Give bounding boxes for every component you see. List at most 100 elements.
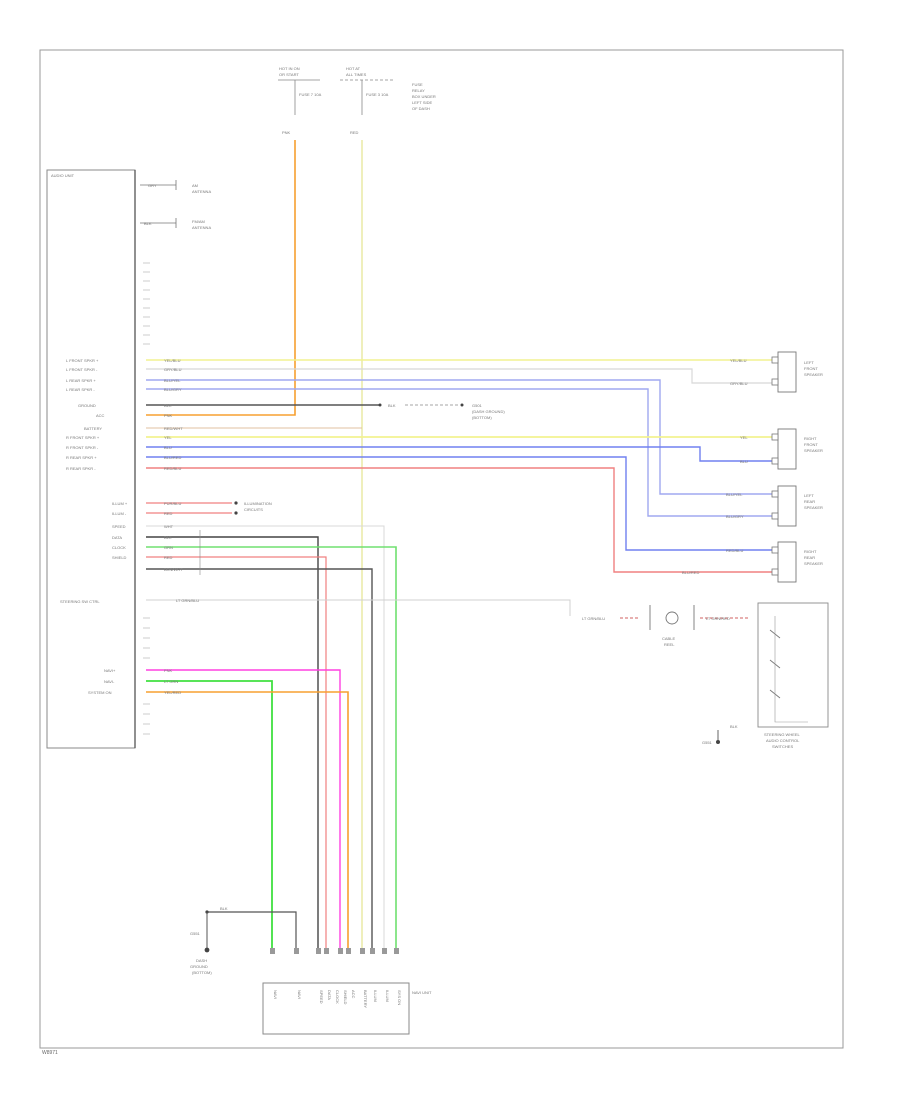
steering-wire-label: LT GRN/BLU — [176, 598, 199, 603]
svg-text:LEFT: LEFT — [804, 360, 814, 365]
svg-text:RED: RED — [164, 555, 173, 560]
svg-text:(BOTTOM): (BOTTOM) — [472, 415, 492, 420]
svg-text:BLK: BLK — [164, 403, 172, 408]
svg-text:BLU/YEL: BLU/YEL — [164, 378, 181, 383]
fuse-box-note: FUSE RELAY BOX UNDER LEFT SIDE OF DASH — [412, 82, 436, 111]
svg-text:SYSTEM ON: SYSTEM ON — [88, 690, 112, 695]
svg-text:DATA: DATA — [112, 535, 122, 540]
wire-navi-plus — [146, 669, 341, 948]
svg-text:REAR: REAR — [804, 555, 815, 560]
navi-unit-label: NAVI UNIT — [412, 990, 432, 995]
svg-text:BLK: BLK — [220, 906, 228, 911]
svg-text:OF DASH: OF DASH — [412, 106, 430, 111]
steering-switch: STEERING WHEEL AUDIO CONTROL SWITCHES BL… — [702, 602, 829, 749]
svg-text:G551: G551 — [190, 931, 201, 936]
svg-text:G501: G501 — [472, 403, 483, 408]
fuse-right-top: HOT AT — [346, 66, 361, 71]
svg-text:R REAR SPKR -: R REAR SPKR - — [66, 466, 96, 471]
wire-speed — [146, 525, 385, 948]
svg-text:RED/BLU: RED/BLU — [164, 466, 181, 471]
svg-text:R FRONT SPKR +: R FRONT SPKR + — [66, 435, 100, 440]
fuse-right-rating: FUSE 3 10A — [366, 92, 389, 97]
wire-lr-minus — [146, 388, 772, 517]
svg-text:L REAR SPKR +: L REAR SPKR + — [66, 378, 96, 383]
illum-note-2: CIRCUITS — [244, 507, 263, 512]
fuse-left-sub: OR START — [279, 72, 299, 77]
svg-text:BLU/GRY: BLU/GRY — [164, 387, 182, 392]
cable-reel: LT GRN/BLU LT GRN/RED CABLE REEL — [582, 605, 750, 647]
svg-text:(BOTTOM): (BOTTOM) — [192, 970, 212, 975]
svg-text:FRONT: FRONT — [804, 366, 818, 371]
svg-text:ILLUM +: ILLUM + — [112, 501, 128, 506]
svg-text:RED/BLU: RED/BLU — [726, 548, 743, 553]
svg-text:GROUND: GROUND — [190, 964, 208, 969]
svg-text:BLK: BLK — [144, 221, 152, 226]
svg-text:NAVI+: NAVI+ — [104, 668, 116, 673]
svg-text:CLOCK: CLOCK — [335, 990, 340, 1004]
svg-text:AM: AM — [192, 183, 198, 188]
svg-text:SHIELD: SHIELD — [343, 990, 348, 1005]
svg-text:GROUND: GROUND — [78, 403, 96, 408]
svg-text:DASH: DASH — [196, 958, 207, 963]
pin-labels-low: NAVI+ NAVI- SYSTEM ON — [88, 668, 116, 695]
nav-ground: BLK G551 DASH GROUND (BOTTOM) — [190, 906, 297, 975]
steering-pin-label: STEERING SW CTRL — [60, 599, 100, 604]
svg-text:ILLUM: ILLUM — [373, 990, 378, 1002]
svg-text:FUSE: FUSE — [412, 82, 423, 87]
svg-text:RED/WHT: RED/WHT — [164, 426, 183, 431]
svg-text:YEL: YEL — [164, 435, 172, 440]
svg-text:SPEAKER: SPEAKER — [804, 561, 823, 566]
svg-text:CLOCK: CLOCK — [112, 545, 126, 550]
svg-text:BLK: BLK — [164, 535, 172, 540]
svg-text:SPEED: SPEED — [112, 524, 126, 529]
svg-text:NAVI: NAVI — [297, 990, 302, 999]
speaker-right-front: YEL BLU RIGHT FRONT SPEAKER — [740, 428, 823, 470]
wire-brn — [146, 568, 373, 948]
svg-text:BLU/RED: BLU/RED — [164, 455, 181, 460]
svg-text:R REAR SPKR +: R REAR SPKR + — [66, 455, 97, 460]
svg-text:GRY/BLU: GRY/BLU — [164, 367, 182, 372]
svg-text:YEL/BLU: YEL/BLU — [164, 358, 181, 363]
svg-text:WHT: WHT — [164, 524, 174, 529]
svg-text:PUR/BLU: PUR/BLU — [164, 501, 181, 506]
svg-text:BOX UNDER: BOX UNDER — [412, 94, 436, 99]
svg-text:BLK: BLK — [388, 403, 396, 408]
svg-text:GRY/BLU: GRY/BLU — [730, 381, 748, 386]
svg-text:DATA: DATA — [327, 990, 332, 1000]
svg-text:ILLUM -: ILLUM - — [112, 511, 127, 516]
wire-tags-mid: PUR/BLU RED WHT BLK GRN RED BRN/WHT — [164, 501, 183, 572]
svg-text:RELAY: RELAY — [412, 88, 425, 93]
svg-text:SWITCHES: SWITCHES — [772, 744, 793, 749]
wire-rr-plus — [146, 456, 772, 551]
footer-code: W8971 — [42, 1050, 58, 1056]
wire-label-red: RED — [350, 130, 359, 135]
svg-text:SYS ON: SYS ON — [397, 990, 402, 1005]
antenna-am: GRY AM ANTENNA — [140, 180, 211, 194]
svg-text:YEL: YEL — [740, 435, 748, 440]
svg-text:YEL/RED: YEL/RED — [164, 690, 181, 695]
wire-label-pnk: PNK — [282, 130, 291, 135]
svg-text:CABLE: CABLE — [662, 636, 675, 641]
speaker-left-front: YEL/BLU GRY/BLU LEFT FRONT SPEAKER — [730, 351, 823, 393]
wire-tags-upper: YEL/BLU GRY/BLU BLU/YEL BLU/GRY BLK PNK … — [164, 358, 183, 471]
svg-text:RIGHT: RIGHT — [804, 436, 817, 441]
svg-text:PNK: PNK — [164, 413, 173, 418]
svg-text:BLU/RED: BLU/RED — [682, 570, 699, 575]
svg-text:SPEED: SPEED — [319, 990, 324, 1004]
svg-text:BLU/GRY: BLU/GRY — [726, 514, 744, 519]
fuse-left-top: HOT IN ON — [279, 66, 300, 71]
svg-text:GRN: GRN — [164, 545, 173, 550]
wire-tags-low: PNK LT GRN YEL/RED — [164, 668, 181, 695]
svg-text:G551: G551 — [702, 740, 713, 745]
fuse-right-sub: ALL TIMES — [346, 72, 367, 77]
wire-steering — [146, 599, 571, 616]
diagram-frame — [39, 49, 844, 1049]
svg-text:BATTERY: BATTERY — [363, 990, 368, 1008]
svg-text:PNK: PNK — [164, 668, 173, 673]
svg-text:SHIELD: SHIELD — [112, 555, 127, 560]
wire-shield — [146, 556, 327, 948]
svg-text:FM/AM: FM/AM — [192, 219, 205, 224]
svg-text:LT GRN/BLU: LT GRN/BLU — [582, 616, 605, 621]
svg-text:BRN/WHT: BRN/WHT — [164, 567, 183, 572]
